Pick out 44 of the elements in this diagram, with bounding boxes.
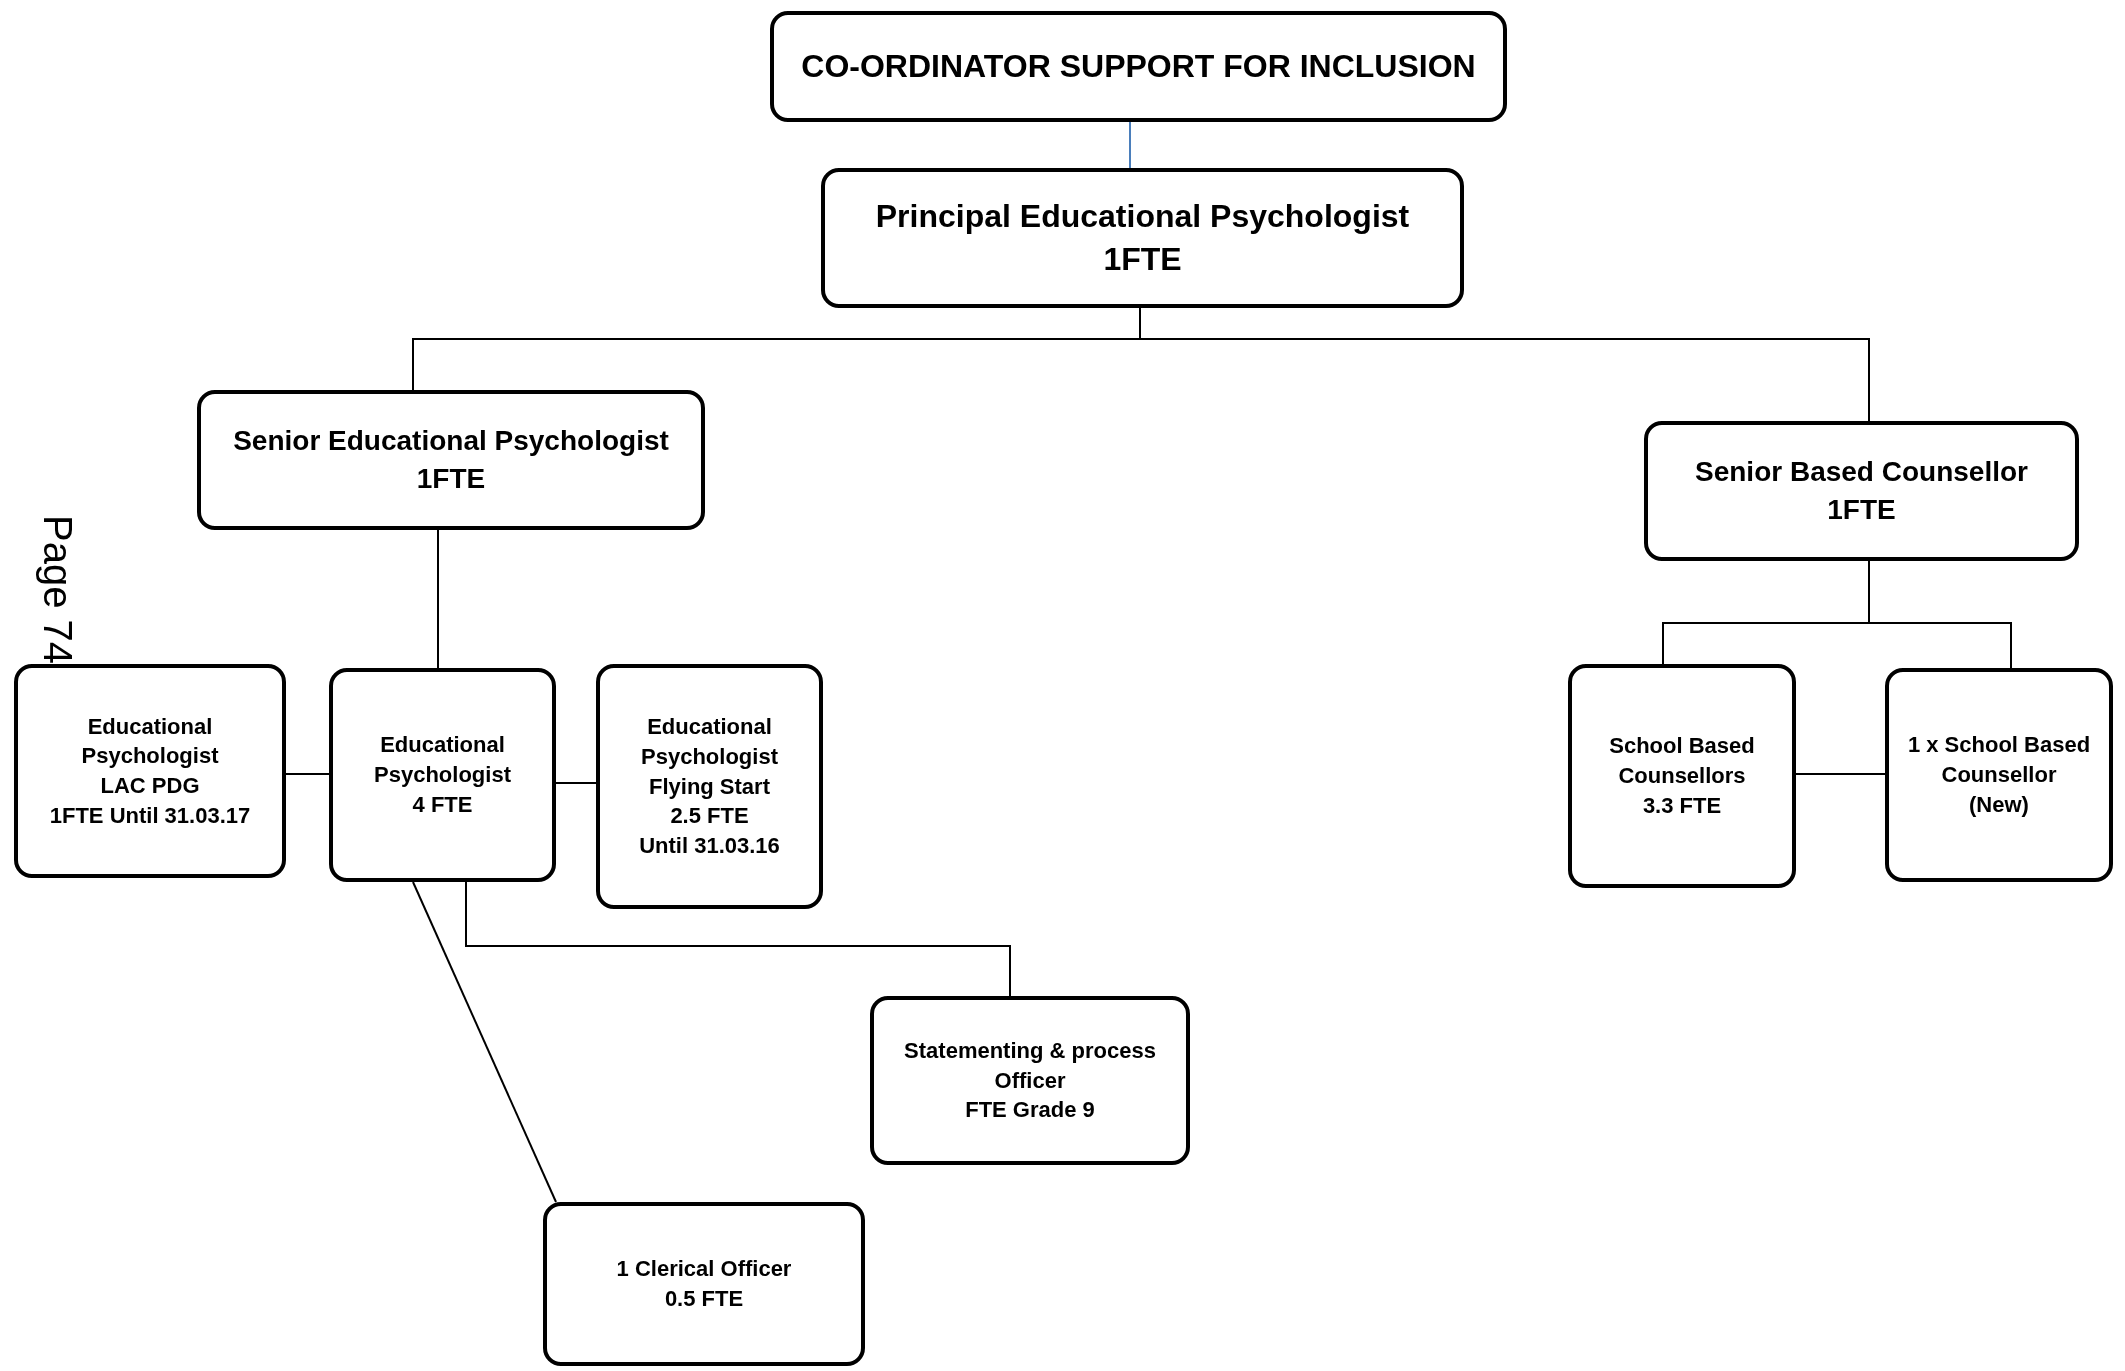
role-text: Until 31.03.16 — [639, 832, 780, 861]
role-box — [14, 664, 286, 878]
role-text: 3.3 FTE — [1642, 791, 1722, 820]
role-text: CO-ORDINATOR SUPPORT FOR INCLUSION — [801, 46, 1476, 86]
role-box — [329, 668, 556, 882]
connector-line — [412, 881, 557, 1203]
role-box — [543, 1202, 865, 1366]
role-box — [1568, 664, 1796, 888]
role-text: Flying Start — [649, 772, 770, 801]
role-box — [770, 11, 1507, 122]
role-text: FTE Grade 9 — [965, 1096, 1095, 1125]
page-number: Page 74 — [38, 515, 78, 665]
connector-line — [1129, 121, 1131, 169]
role-text: Senior Educational Psychologist — [233, 424, 669, 459]
role-text: 1 x School Based Counsellor — [1906, 731, 2092, 790]
role-text: (New) — [1969, 790, 2029, 819]
role-text: Statementing & process Officer — [903, 1036, 1157, 1095]
role-box — [821, 168, 1464, 308]
role-text: LAC PDG — [100, 772, 200, 800]
role-box — [1885, 668, 2113, 882]
role-text: 0.5 FTE — [664, 1285, 744, 1313]
connector-line — [465, 881, 1011, 997]
role-box — [1644, 421, 2079, 561]
connector-line — [285, 773, 330, 775]
role-text: 1 Clerical Officer — [616, 1255, 792, 1284]
role-box — [596, 664, 823, 909]
connector-line — [555, 782, 597, 784]
role-text: 1FTE — [1827, 493, 1896, 527]
role-text: 1FTE — [416, 462, 486, 496]
role-text: School Based Counsellors — [1608, 732, 1756, 791]
role-text: 2.5 FTE — [670, 802, 749, 831]
connector-line — [437, 529, 439, 669]
role-text: 1FTE Until 31.03.17 — [49, 801, 251, 830]
role-box — [870, 996, 1190, 1165]
role-text: Senior Based Counsellor — [1695, 455, 2028, 490]
role-text: Educational Psychologist — [373, 731, 512, 790]
role-text: Educational Psychologist — [80, 712, 220, 771]
connector-line — [1868, 560, 2012, 669]
connector-line — [1795, 773, 1886, 775]
role-text: 4 FTE — [412, 790, 473, 819]
role-text: 1FTE — [1103, 240, 1182, 279]
role-box — [197, 390, 705, 530]
role-text: Educational Psychologist — [640, 713, 779, 771]
role-text: Principal Educational Psychologist — [875, 196, 1410, 236]
